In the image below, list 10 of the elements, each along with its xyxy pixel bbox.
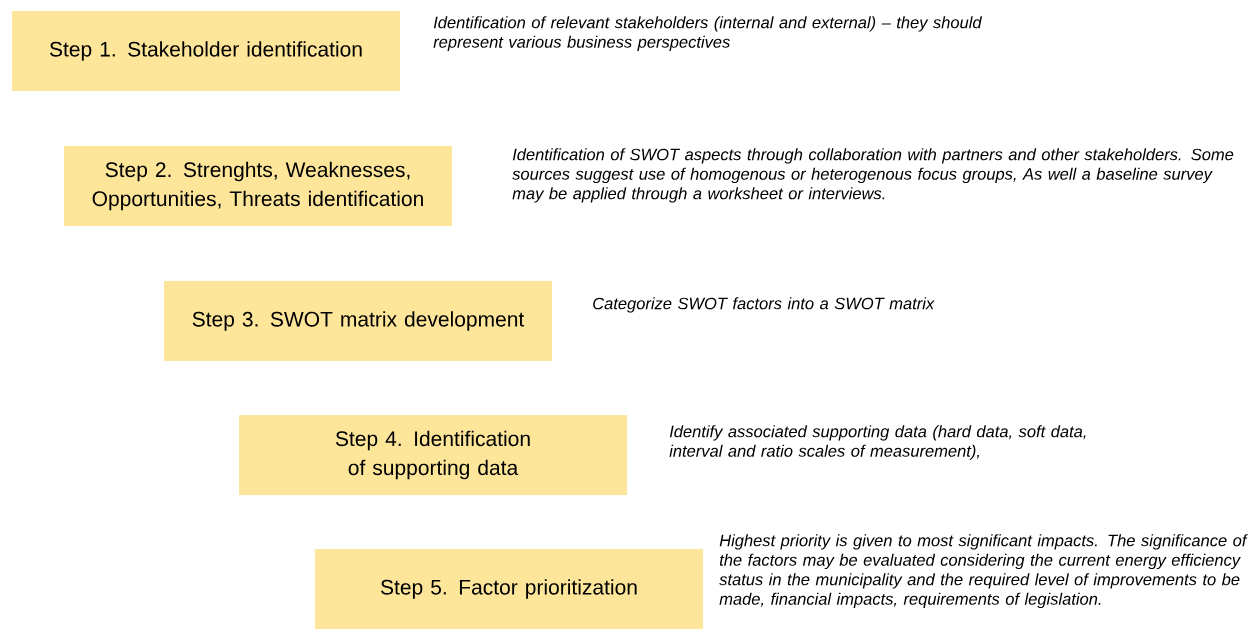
description-text: Categorize SWOT factors into a SWOT matrix xyxy=(593,297,935,313)
step-box: Step 4. Identification of supporting data xyxy=(239,415,627,495)
description-text: Identify associated supporting data (hard data, soft data, interval and ratio scales of measurement), xyxy=(669,425,1086,461)
step-box: Step 3. SWOT matrix development xyxy=(164,281,552,361)
description-text: Identification of relevant stakeholders (internal and external) – they should represent various business perspectives xyxy=(433,16,982,52)
step-box: Step 2. Strenghts, Weaknesses, Opportunities, Threats identification xyxy=(64,146,452,226)
description-text: Identification of SWOT aspects through collaboration with partners and other stakeholders. Some sources suggest use of homogenous or heterogenous focus groups, As well a baseline survey may be applied through a worksheet or interviews. xyxy=(512,148,1234,203)
step-box: Step 5. Factor prioritization xyxy=(315,549,703,629)
description-text: Highest priority is given to most significant impacts. The significance of the factors may be evaluated considering the current energy efficiency status in the municipality and the required level of improvements to be made, financial impacts, requirements of legislation. xyxy=(719,534,1248,609)
step-box: Step 1. Stakeholder identification xyxy=(12,11,400,91)
